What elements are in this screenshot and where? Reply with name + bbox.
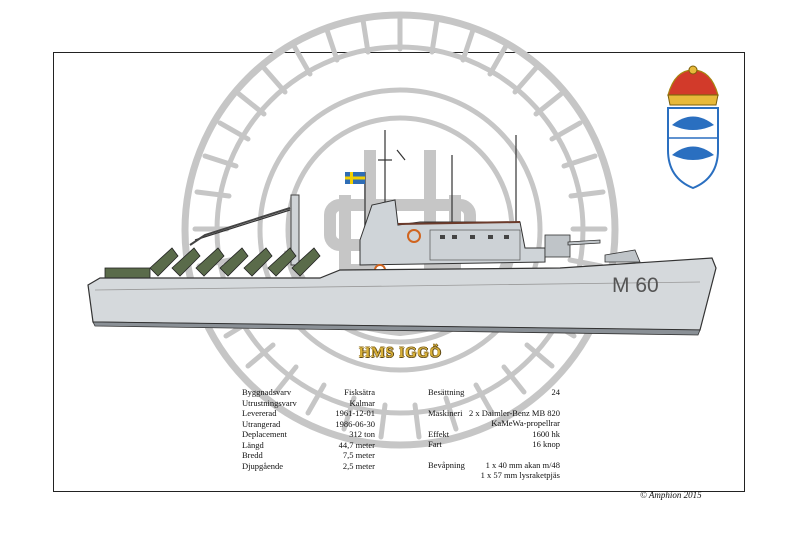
coat-of-arms-icon [667,65,719,190]
ship-name-title: HMS IGGÖ [358,345,442,361]
hull-number: M 60 [612,274,659,297]
spec-row: KaMeWa-propellrar [491,418,560,428]
ship-illustration [87,130,717,336]
spec-row: 1 x 57 mm lysraketpjäs [480,470,560,480]
copyright-notice: © Amphion 2015 [640,490,702,500]
swedish-flag-icon [345,172,365,184]
